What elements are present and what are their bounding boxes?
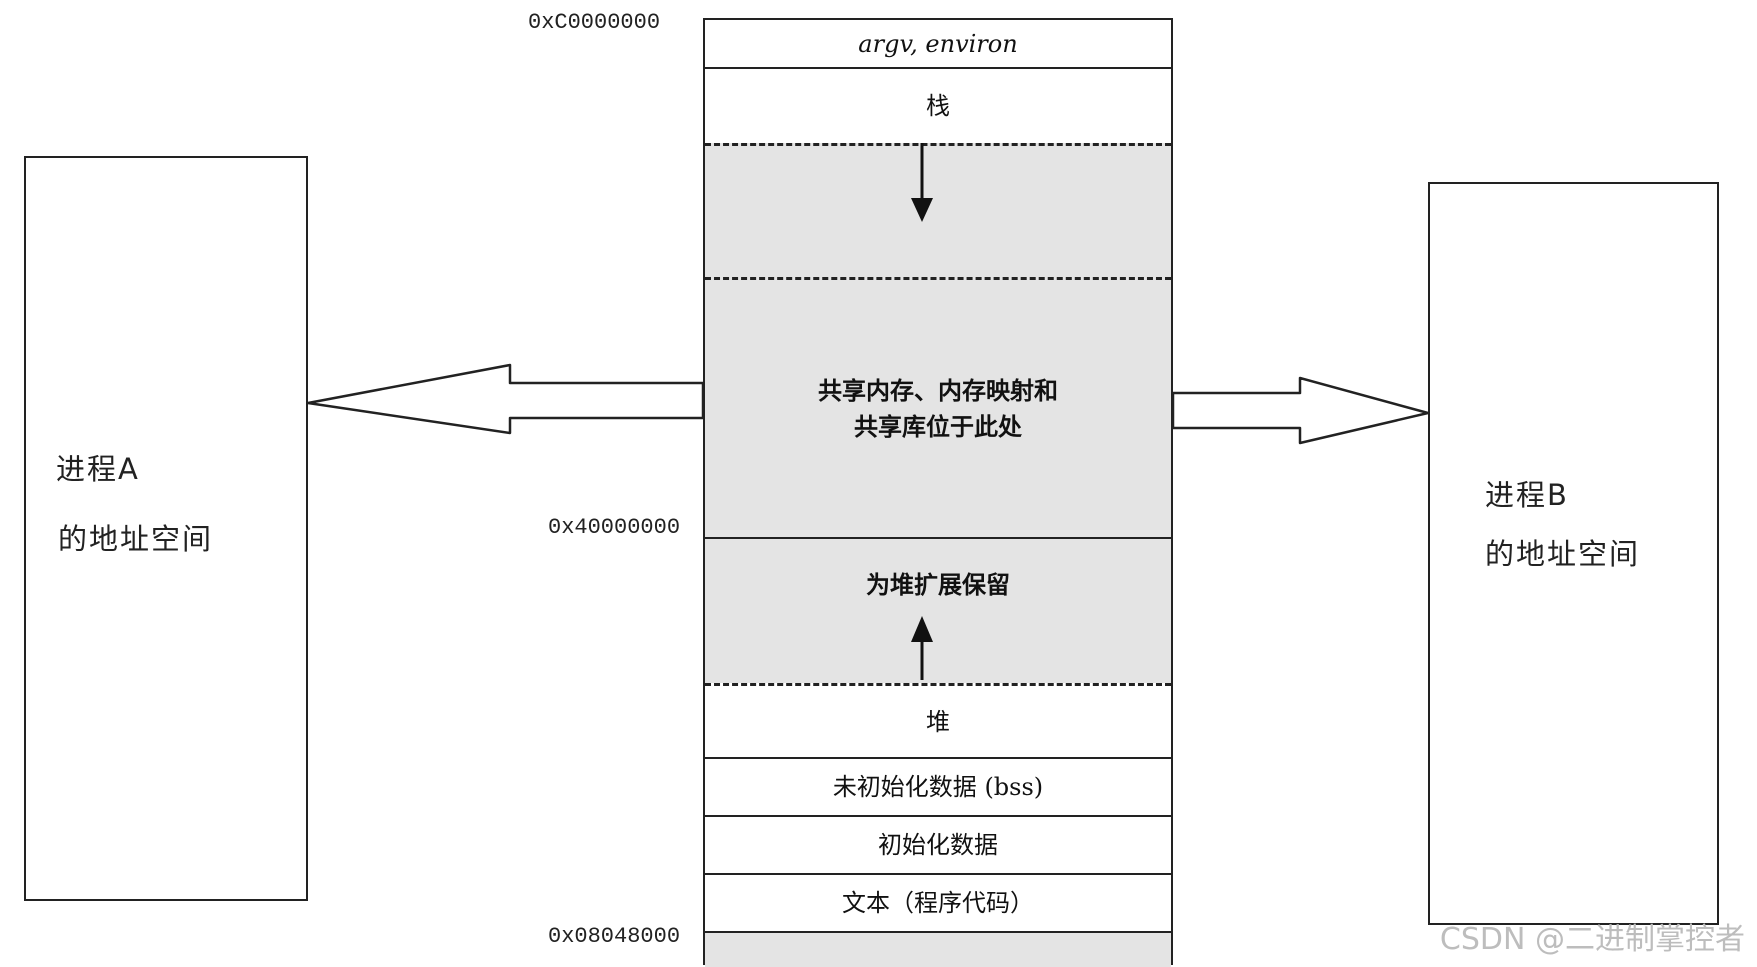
process-a-title: 进程A — [56, 452, 140, 486]
segment-stack-growth — [705, 143, 1171, 277]
segment-shared-memory: 共享内存、内存映射和 共享库位于此处 — [705, 277, 1171, 537]
segment-below-text — [705, 931, 1171, 967]
segment-initialized-data: 初始化数据 — [705, 815, 1171, 873]
segment-bss: 未初始化数据 (bss) — [705, 757, 1171, 815]
process-a-subtitle: 的地址空间 — [58, 522, 214, 556]
address-bottom: 0x08048000 — [548, 924, 681, 949]
process-b-title: 进程B — [1485, 478, 1569, 512]
process-b-subtitle: 的地址空间 — [1485, 537, 1641, 571]
stack-growth-arrowhead — [911, 198, 933, 222]
address-top: 0xC0000000 — [528, 10, 661, 35]
segment-heap: 堆 — [705, 683, 1171, 757]
segment-argv-environ-label: argv, environ — [858, 29, 1018, 58]
segment-stack: 栈 — [705, 67, 1171, 143]
segment-heap-label: 堆 — [926, 707, 950, 736]
segment-text: 文本（程序代码） — [705, 873, 1171, 931]
shared-to-process-a-arrow — [306, 363, 705, 435]
segment-argv-environ: argv, environ — [705, 20, 1171, 67]
segment-heap-reserve: 为堆扩展保留 — [705, 537, 1171, 683]
segment-heap-reserve-label: 为堆扩展保留 — [866, 570, 1010, 599]
shared-to-process-b-arrow — [1171, 376, 1430, 445]
address-mid: 0x40000000 — [548, 515, 681, 540]
segment-bss-label: 未初始化数据 (bss) — [832, 773, 1044, 801]
watermark: CSDN @二进制掌控者 — [1439, 922, 1745, 957]
segment-text-label: 文本（程序代码） — [842, 889, 1034, 917]
process-b-address-space: 进程B 的地址空间 — [1428, 182, 1719, 925]
segment-initialized-data-label: 初始化数据 — [878, 831, 998, 859]
segment-stack-label: 栈 — [926, 92, 950, 120]
memory-layout-column: argv, environ 栈 共享内存、内存映射和 共享库位于此处 为堆扩展保… — [703, 18, 1173, 967]
heap-growth-arrowhead — [911, 616, 933, 642]
process-a-address-space: 进程A 的地址空间 — [24, 156, 308, 901]
segment-shared-memory-label: 共享内存、内存映射和 共享库位于此处 — [818, 375, 1058, 441]
